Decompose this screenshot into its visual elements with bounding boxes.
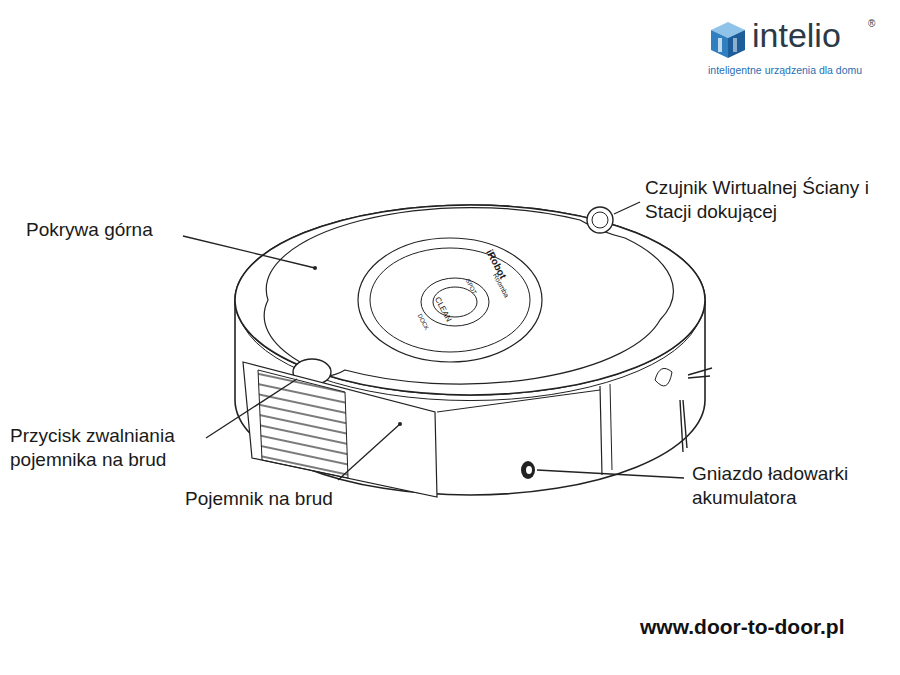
registered-mark: ® — [868, 18, 875, 31]
part-label: Przycisk zwalniania pojemnika na brud — [10, 424, 215, 472]
logo-icon — [711, 22, 745, 58]
logo-tagline: inteligentne urządzenia dla domu — [708, 64, 862, 77]
website-url: www.door-to-door.pl — [640, 614, 845, 640]
logo-text: intelio — [752, 14, 841, 57]
part-label: Gniazdo ładowarki akumulatora — [692, 462, 892, 510]
leader-lines — [183, 202, 684, 480]
part-label: Pojemnik na brud — [185, 487, 333, 511]
part-label: Pokrywa górna — [26, 218, 153, 242]
part-label: Czujnik Wirtualnej Ściany i Stacji dokuj… — [645, 176, 895, 224]
